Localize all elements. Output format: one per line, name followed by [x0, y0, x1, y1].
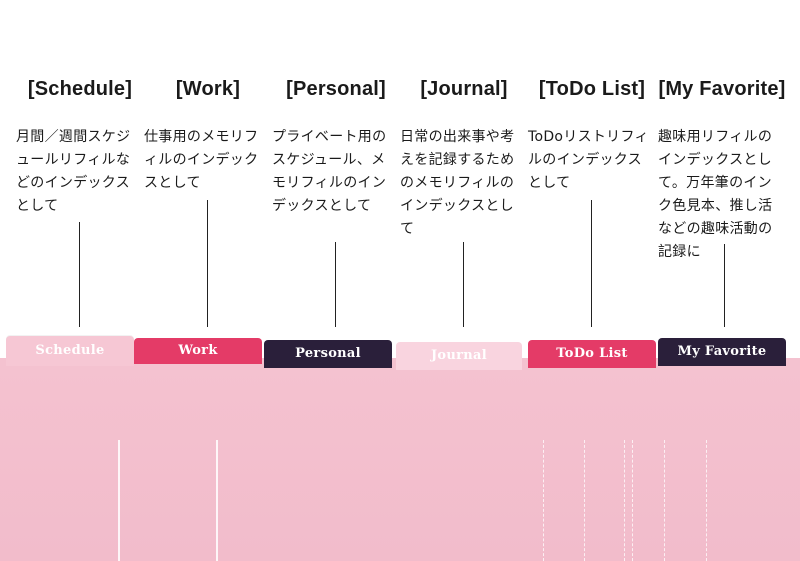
column-description: 日常の出来事や考えを記録するためのメモリフィルのインデックスとして	[400, 129, 515, 237]
tab-label: My Favorite	[677, 344, 767, 359]
sheet-guide-line	[664, 440, 666, 561]
pointer-line-work	[207, 200, 208, 327]
sheet-guide-line	[584, 440, 586, 561]
column-description: 趣味用リフィルのインデックスとして。万年筆のインク色見本、推し活などの趣味活動の…	[658, 129, 773, 260]
tab-personal: Personal	[264, 340, 392, 368]
column-title: [ToDo List]	[538, 78, 646, 100]
tab-label: Journal	[430, 348, 488, 363]
tab-label: Personal	[295, 346, 361, 361]
sheet-guide-line	[624, 440, 626, 561]
column-description: プライベート用のスケジュール、メモリフィルのインデックスとして	[272, 129, 387, 214]
pointer-line-schedule	[79, 222, 80, 327]
tab-journal: Journal	[396, 342, 522, 370]
pointer-line-my-favorite	[724, 244, 725, 327]
column-title: [Journal]	[420, 78, 508, 100]
sheet-guide-line	[118, 440, 120, 561]
tab-label: Work	[178, 343, 218, 358]
tab-my-favorite: My Favorite	[658, 338, 786, 366]
column-title: [Schedule]	[27, 78, 133, 100]
column-description: ToDoリストリフィルのインデックスとして	[528, 129, 649, 191]
tab-label: ToDo List	[556, 346, 628, 361]
column-title: [Work]	[175, 78, 241, 100]
tab-work: Work	[134, 338, 262, 364]
pointer-line-personal	[335, 242, 336, 327]
column-title: [My Favorite]	[658, 78, 786, 100]
sheet-guide-line	[706, 440, 708, 561]
column-description: 月間／週間スケジュールリフィルなどのインデックスとして	[16, 129, 131, 214]
tab-schedule: Schedule	[6, 336, 134, 366]
column-title: [Personal]	[286, 78, 386, 100]
pointer-line-todo-list	[591, 200, 592, 327]
refill-sheet	[0, 358, 800, 561]
pointer-line-journal	[463, 242, 464, 327]
tab-todo-list: ToDo List	[528, 340, 656, 368]
sheet-guide-line	[543, 440, 545, 561]
tab-label: Schedule	[35, 343, 105, 358]
sheet-guide-line	[216, 440, 218, 561]
sheet-guide-line	[632, 440, 634, 561]
column-description: 仕事用のメモリフィルのインデックスとして	[144, 129, 259, 191]
